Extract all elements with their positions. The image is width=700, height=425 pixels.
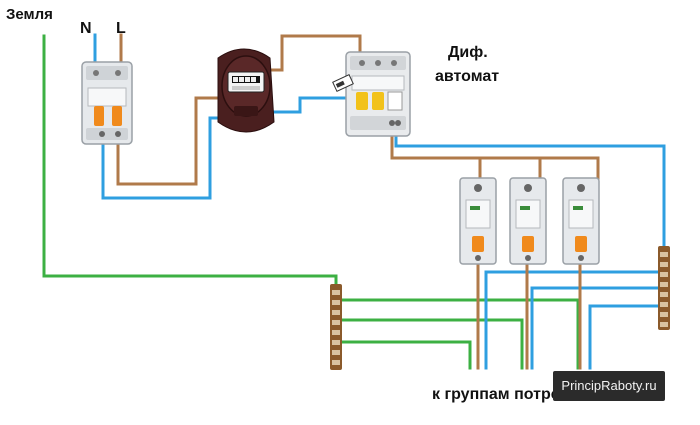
group-breakers	[459, 177, 600, 265]
circuit-breaker-icon	[562, 177, 600, 265]
watermark-badge: PrincipRaboty.ru	[553, 371, 665, 401]
neutral-wires	[93, 33, 666, 370]
circuit-breaker-icon	[459, 177, 497, 265]
ground-wires	[42, 34, 580, 370]
neutral-wire-breaker-to-meter	[101, 116, 224, 200]
circuit-breaker-icon	[509, 177, 547, 265]
neutral-wire-group-1	[484, 270, 664, 370]
terminal-bus-icon	[330, 284, 342, 370]
phase-wire-rcd-to-groups	[390, 122, 600, 188]
electricity-meter-icon	[217, 48, 275, 133]
neutral-wire-group-2	[530, 286, 664, 370]
ground-wire-1	[338, 298, 580, 370]
neutral-wire-meter-to-rcd	[260, 96, 352, 114]
neutral-wire-group-3	[588, 304, 664, 370]
ground-label: Земля	[6, 6, 53, 23]
rcd-label-line2: автомат	[435, 68, 500, 85]
line-label: L	[116, 20, 126, 37]
circuit-breaker-icon	[81, 61, 133, 145]
ground-wire-3	[338, 340, 472, 370]
neutral-label: N	[80, 20, 92, 37]
ground-wire-2	[338, 318, 524, 370]
ground-wire-main	[42, 34, 338, 292]
phase-wire-meter-to-rcd	[270, 34, 362, 72]
phase-wires	[116, 33, 600, 370]
rcd-label-line1: Диф.	[448, 44, 488, 61]
terminal-bus-icon	[658, 246, 670, 330]
rcd-icon	[332, 51, 411, 137]
phase-wire-breaker-to-meter	[116, 96, 226, 186]
